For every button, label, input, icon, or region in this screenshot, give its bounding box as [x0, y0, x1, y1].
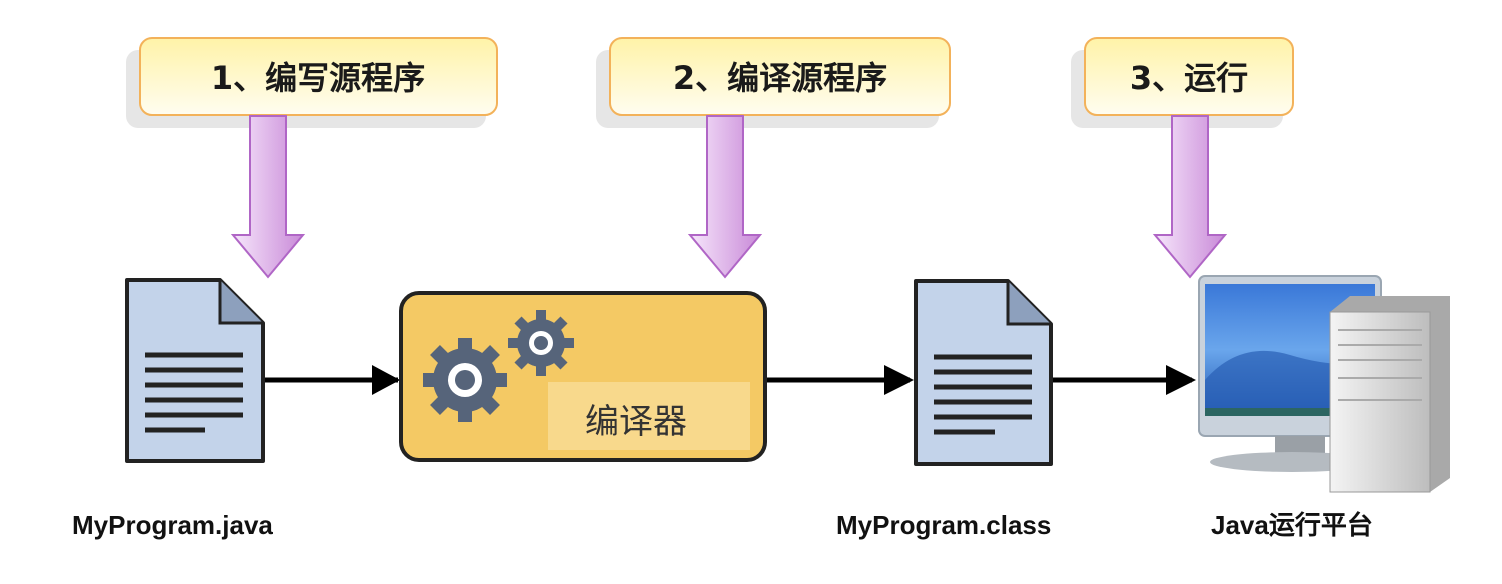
- down-arrow-icon: [230, 115, 306, 279]
- source-file-label: MyProgram.java: [72, 510, 273, 540]
- step-callout-2: 2、编译源程序: [596, 37, 951, 128]
- class-file-label: MyProgram.class: [836, 510, 1051, 540]
- compiler-label: 编译器: [585, 402, 687, 442]
- down-arrow-icon: [1152, 115, 1228, 279]
- step-2-label: 2、编译源程序: [673, 59, 887, 97]
- computer-icon: [1198, 275, 1450, 493]
- down-arrow-icon: [687, 115, 763, 279]
- step-callout-3: 3、运行: [1071, 37, 1294, 128]
- gear-icon: [423, 338, 507, 422]
- platform-label: Java运行平台: [1211, 510, 1373, 540]
- gear-icon: [508, 310, 574, 376]
- class-file-icon: [914, 279, 1053, 466]
- source-file-icon: [125, 278, 265, 463]
- compiler-box: 编译器: [399, 291, 767, 462]
- step-1-label: 1、编写源程序: [211, 59, 425, 97]
- step-callout-1: 1、编写源程序: [126, 37, 498, 128]
- step-3-label: 3、运行: [1130, 59, 1248, 97]
